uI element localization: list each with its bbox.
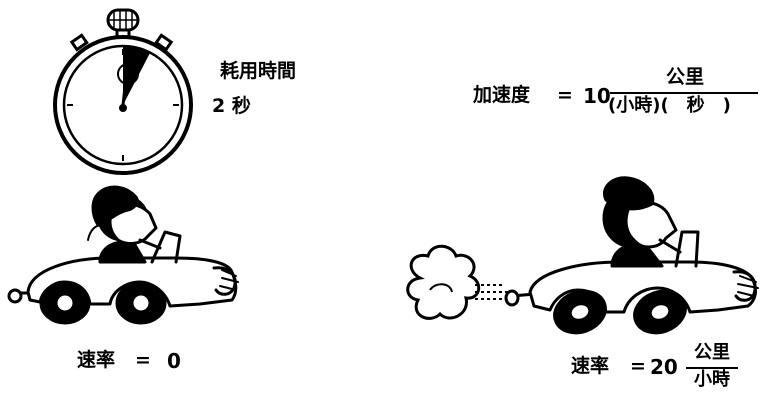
left-speed-equals: = [135,349,151,371]
acceleration-fraction-bar [610,92,758,94]
acceleration-denominator: (小時)( 秒 ) [608,95,731,116]
stopwatch-icon [53,8,193,175]
right-speed-label: 速率 [571,355,610,377]
stationary-car [7,185,239,325]
right-speed-denominator: 小時 [694,369,730,390]
acceleration-label: 加速度 [473,84,531,106]
right-speed-fraction-bar [686,367,738,369]
elapsed-time-label: 耗用時間 [220,60,297,82]
left-speed-label: 速率 [77,349,116,371]
acceleration-numerator: 公里 [665,66,704,88]
right-speed-equals: = [630,355,646,377]
right-speed-numerator: 公里 [694,342,730,363]
right-speed-value: 20 [650,355,678,379]
exhaust-cloud [406,244,508,320]
acceleration-value: 10 [583,84,611,108]
left-speed-value: 0 [167,349,181,373]
elapsed-time-value: 2 秒 [212,95,251,117]
acceleration-equals: = [557,84,573,106]
moving-car [504,176,759,335]
